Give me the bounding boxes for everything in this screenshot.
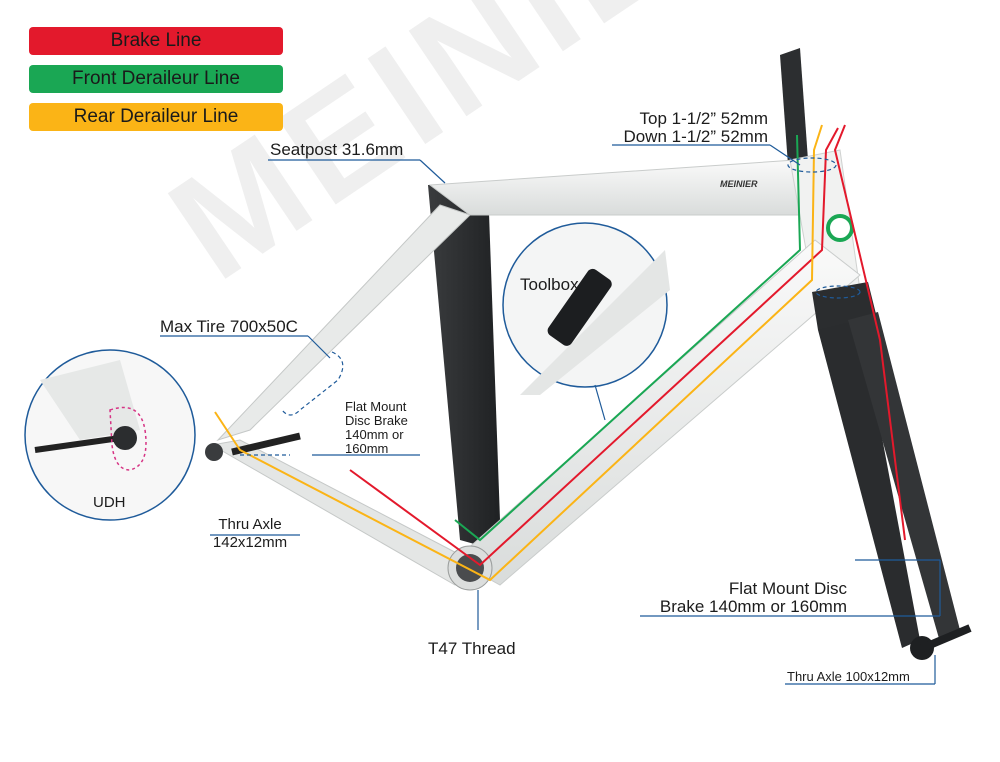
front-brake-label-2: Brake 140mm or 160mm xyxy=(659,597,847,616)
fork-blade-rear xyxy=(818,320,920,648)
top-tube xyxy=(428,159,831,216)
legend-brake-line: Brake Line xyxy=(29,27,283,55)
legend-brake-label: Brake Line xyxy=(110,30,202,51)
rear-derailleur-line xyxy=(214,124,823,582)
seat-stay xyxy=(216,204,471,442)
thru-axle-rear-label-1: Thru Axle xyxy=(218,516,282,533)
rear-brake-label-3: 140mm or xyxy=(345,427,404,442)
thru-axle-rear-label-2: 142x12mm xyxy=(212,534,288,551)
rear-brake-label-1: Flat Mount xyxy=(345,399,407,414)
steerer-tube xyxy=(780,48,808,165)
toolbox-label: Toolbox xyxy=(520,275,579,294)
chain-stay xyxy=(210,439,471,586)
legend-front-derailleur-line: Front Deraileur Line xyxy=(29,65,283,93)
max-tire-label: Max Tire 700x50C xyxy=(160,317,298,336)
frame-logo-text: MEINIER xyxy=(720,179,758,189)
headset-down-label: Down 1-1/2” 52mm xyxy=(623,127,768,146)
seat-tube xyxy=(428,185,500,545)
seatpost-label: Seatpost 31.6mm xyxy=(270,140,404,159)
udh-label: UDH xyxy=(93,494,126,511)
front-brake-label-1: Flat Mount Disc xyxy=(728,579,847,598)
rear-brake-label-2: Disc Brake xyxy=(345,413,408,428)
front-derailleur-line xyxy=(454,134,802,542)
rear-brake-label-4: 160mm xyxy=(345,441,389,456)
thru-axle-front-label: Thru Axle 100x12mm xyxy=(787,669,910,684)
bottom-bracket-label: T47 Thread xyxy=(428,639,516,658)
rear-dropout xyxy=(205,443,223,461)
legend-front-derailleur-label: Front Deraileur Line xyxy=(72,68,240,89)
legend-rear-derailleur-label: Rear Deraileur Line xyxy=(73,106,239,127)
brake-line xyxy=(349,124,906,567)
legend-rear-derailleur-line: Rear Deraileur Line xyxy=(29,103,283,131)
headset-top-label: Top 1-1/2” 52mm xyxy=(639,109,769,128)
